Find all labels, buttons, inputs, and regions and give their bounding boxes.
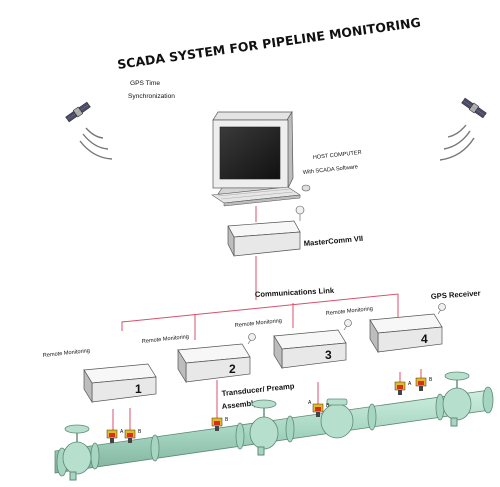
valve-2 bbox=[249, 416, 279, 450]
sensor-letter-6: A bbox=[408, 381, 412, 387]
communications-network bbox=[112, 256, 422, 430]
sensor-4b bbox=[415, 377, 427, 391]
gps-sync-label-line1: GPS Time bbox=[130, 80, 160, 87]
host-computer-label-line1: HOST COMPUTER bbox=[313, 150, 362, 161]
transducer-label-line1: Transducer/ Preamp bbox=[221, 381, 295, 398]
valve-1 bbox=[62, 441, 92, 475]
remote-unit-3-number: 3 bbox=[325, 348, 332, 362]
mastercomm-label: MasterComm VII bbox=[303, 234, 363, 248]
gps-sync-label-line2: Synchronization bbox=[128, 93, 175, 100]
valve-3 bbox=[442, 387, 472, 421]
sensor-4a bbox=[394, 381, 406, 395]
diagram-title: SCADA SYSTEM FOR PIPELINE MONITORING bbox=[116, 15, 421, 72]
communications-link-label: Communications Link bbox=[255, 286, 335, 299]
sensor-letter-1: A bbox=[120, 429, 124, 435]
remote-unit-3-antenna-icon bbox=[344, 319, 352, 327]
satellite-right-icon bbox=[461, 97, 487, 119]
sensor-letter-7: B bbox=[429, 377, 433, 383]
mastercomm-antenna-icon bbox=[295, 205, 305, 215]
remote-unit-2-number: 2 bbox=[229, 362, 236, 376]
remote-monitoring-label-1: Remote Monitoring bbox=[43, 348, 91, 359]
gps-receiver-label: GPS Receiver bbox=[431, 289, 481, 301]
sensor-letter-3: B bbox=[225, 417, 229, 423]
remote-monitoring-label-2: Remote Monitoring bbox=[142, 334, 190, 345]
remote-unit-4-number: 4 bbox=[421, 332, 428, 346]
mastercomm-unit bbox=[227, 205, 305, 257]
remote-unit-1: 1 bbox=[83, 363, 157, 404]
sensor-1a bbox=[106, 429, 118, 443]
remote-unit-3: 3 bbox=[273, 319, 352, 370]
remote-unit-2: 2 bbox=[177, 333, 256, 384]
satellite-left-icon bbox=[65, 101, 91, 123]
remote-unit-1-number: 1 bbox=[135, 382, 142, 396]
sensors bbox=[106, 377, 427, 443]
pipeline bbox=[54, 371, 494, 481]
transducer-label-line2: Assembly bbox=[221, 398, 258, 411]
remote-monitoring-label-3: Remote Monitoring bbox=[235, 318, 283, 329]
sensor-letter-2: B bbox=[138, 429, 142, 435]
remote-unit-4: 4 bbox=[369, 303, 446, 354]
sensor-1b bbox=[124, 429, 136, 443]
signal-waves-right bbox=[439, 124, 475, 161]
pipe-bulge bbox=[320, 403, 354, 439]
handwheel-2-icon bbox=[251, 399, 277, 409]
signal-waves-left bbox=[79, 127, 113, 160]
host-computer-label-line2: With SCADA Software bbox=[303, 164, 359, 176]
sensor-letter-4: A bbox=[308, 400, 312, 406]
handwheel-1-icon bbox=[64, 424, 90, 434]
handwheel-3-icon bbox=[444, 371, 470, 381]
host-computer bbox=[211, 110, 311, 207]
gps-receiver-antenna-icon bbox=[438, 303, 446, 311]
sensor-3 bbox=[312, 403, 324, 417]
sensor-letter-5: B bbox=[326, 403, 330, 409]
remote-monitoring-label-4: Remote Monitoring bbox=[326, 306, 374, 317]
remote-unit-2-antenna-icon bbox=[248, 333, 256, 341]
sensor-2 bbox=[211, 417, 223, 431]
